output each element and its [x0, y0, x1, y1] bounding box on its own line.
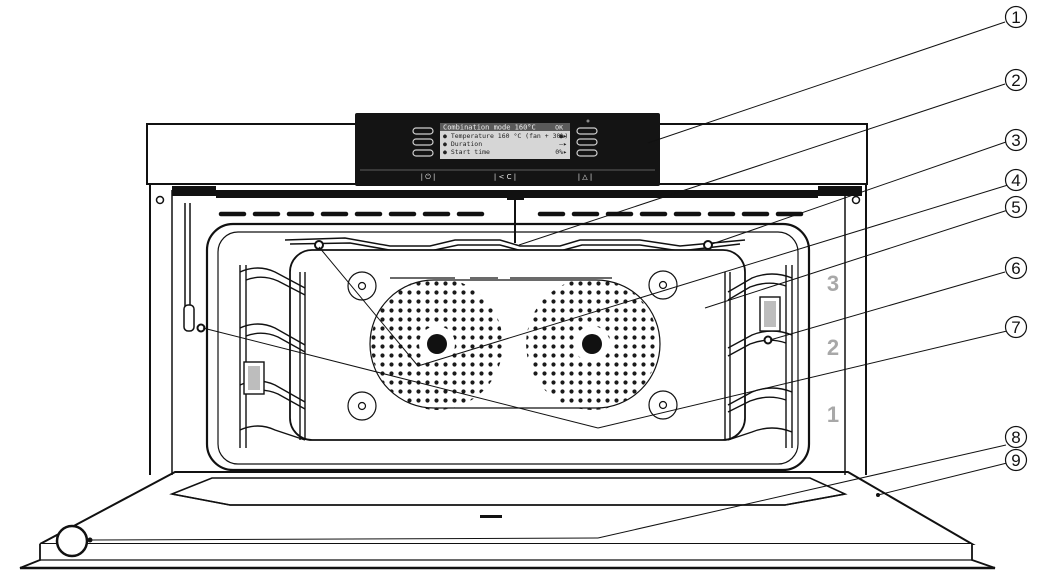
callout-4-label: 4 — [1011, 171, 1020, 190]
display-right-1: ●▸ — [559, 132, 567, 140]
callout-1-label: 1 — [1011, 8, 1020, 27]
display-line-1: ● Temperature 160 °C (fan + 30%) — [443, 132, 568, 140]
callout-7-label: 7 — [1011, 318, 1020, 337]
display-ok: OK — [555, 124, 563, 132]
oven-door — [19, 471, 996, 570]
display-line-3: ● Start time — [443, 148, 490, 156]
display-line-2: ● Duration — [443, 140, 482, 148]
indicator-led — [586, 119, 590, 123]
food-probe-socket — [183, 203, 206, 333]
control-panel: Combination mode 160°C OK ● Temperature … — [355, 113, 660, 186]
sensor-key-left-3[interactable] — [412, 149, 434, 157]
callout-8-label: 8 — [1011, 428, 1020, 447]
oven-cavity — [205, 222, 811, 472]
callout-6: 6 — [1004, 256, 1028, 280]
callout-1: 1 — [1004, 5, 1028, 29]
sensor-key-right-1[interactable] — [576, 127, 598, 135]
fan-left — [371, 278, 503, 410]
shelf-level-1: 1 — [827, 402, 839, 427]
shelf-level-3: 3 — [827, 271, 839, 296]
display-right-2: —▸ — [559, 140, 567, 148]
back-panel-screws — [347, 270, 678, 421]
back-button[interactable]: | < C | — [494, 173, 516, 181]
sensor-key-left-1[interactable] — [412, 127, 434, 135]
side-runners-right — [724, 265, 793, 448]
side-runners-left — [239, 265, 306, 448]
display-right-3: 0%▸ — [555, 148, 567, 156]
callout-2: 2 — [1004, 68, 1028, 92]
callout-5: 5 — [1004, 195, 1028, 219]
leader-lines — [89, 21, 1009, 541]
callout-3-label: 3 — [1011, 131, 1020, 150]
callout-8: 8 — [1004, 425, 1028, 449]
display-screen: Combination mode 160°C OK ● Temperature … — [440, 123, 570, 159]
door-hinge-roller — [55, 524, 93, 558]
callout-6-label: 6 — [1011, 259, 1020, 278]
callout-4: 4 — [1004, 168, 1028, 192]
callout-9: 9 — [1004, 448, 1028, 472]
sensor-key-left-2[interactable] — [412, 138, 434, 146]
callout-2-label: 2 — [1011, 71, 1020, 90]
display-title: Combination mode 160°C — [443, 124, 536, 132]
sensor-key-right-2[interactable] — [576, 138, 598, 146]
power-button[interactable]: | ⏻ | — [421, 173, 436, 181]
light-button[interactable]: | △ | — [578, 173, 593, 181]
fan-right — [526, 278, 658, 410]
callout-5-label: 5 — [1011, 198, 1020, 217]
shelf-level-2: 2 — [827, 335, 839, 360]
callout-7: 7 — [1004, 315, 1028, 339]
callout-3: 3 — [1004, 128, 1028, 152]
temperature-sensor — [507, 193, 524, 243]
sensor-key-right-3[interactable] — [576, 149, 598, 157]
callout-9-label: 9 — [1011, 451, 1020, 470]
